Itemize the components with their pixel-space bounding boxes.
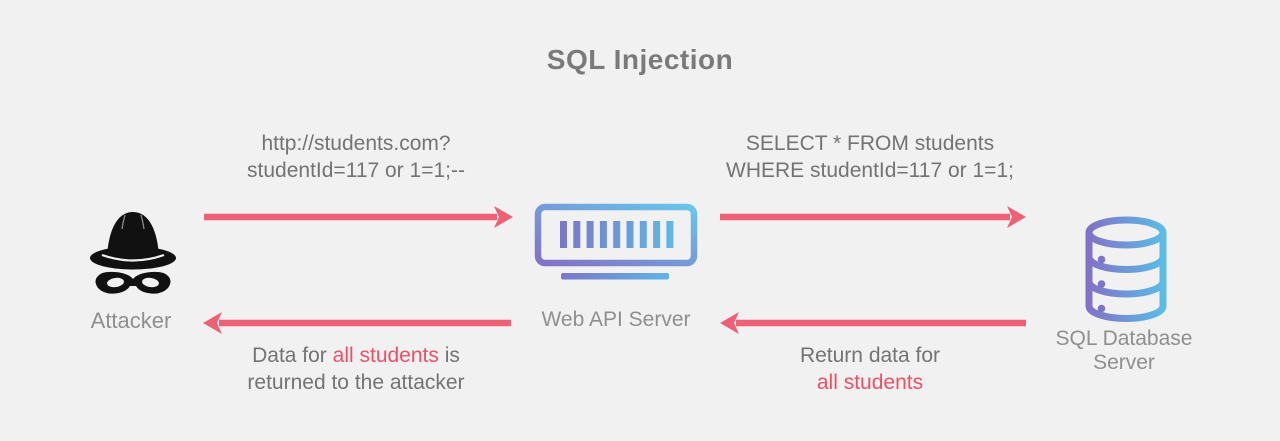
db-response-line1: Return data for <box>799 344 941 367</box>
request-url-text: http://students.com? studentId=117 or 1=… <box>186 130 526 184</box>
attacker-node <box>88 202 178 294</box>
attacker-response-text: Data for all students is returned to the… <box>186 342 526 396</box>
request-arrow <box>204 206 513 228</box>
attacker-response-line2: returned to the attacker <box>247 371 465 394</box>
attacker-response-highlight: all students <box>332 344 439 367</box>
db-response-text: Return data for all students <box>700 342 1040 396</box>
sql-database-server-node <box>1081 215 1171 325</box>
attacker-response-line1: Data for all students is <box>186 342 526 369</box>
sql-database-server-label-line2: Server <box>1093 351 1155 374</box>
page-title: SQL Injection <box>546 44 734 75</box>
server-icon <box>534 203 698 280</box>
spy-icon <box>90 212 176 294</box>
web-api-server-label: Web API Server <box>541 308 691 331</box>
attacker-response-arrow <box>203 312 511 334</box>
sql-query-line1: SELECT * FROM students <box>745 132 995 155</box>
sql-query-text: SELECT * FROM students WHERE studentId=1… <box>700 130 1040 184</box>
web-api-server-node <box>534 203 698 283</box>
database-icon <box>1085 216 1167 322</box>
sql-query-line2: WHERE studentId=117 or 1=1; <box>726 159 1014 182</box>
attacker-response-prefix: Data for <box>252 344 327 367</box>
sql-database-server-label-line1: SQL Database <box>1055 327 1193 350</box>
attacker-response-suffix: is <box>444 344 460 367</box>
sql-database-server-label: SQL Database Server <box>1034 327 1214 375</box>
request-url-line1: http://students.com? <box>261 132 451 155</box>
query-arrow <box>720 206 1026 228</box>
db-response-highlight: all students <box>816 371 924 394</box>
attacker-label: Attacker <box>90 308 172 333</box>
request-url-line2: studentId=117 or 1=1;-- <box>247 159 465 182</box>
db-response-arrow <box>720 312 1026 334</box>
